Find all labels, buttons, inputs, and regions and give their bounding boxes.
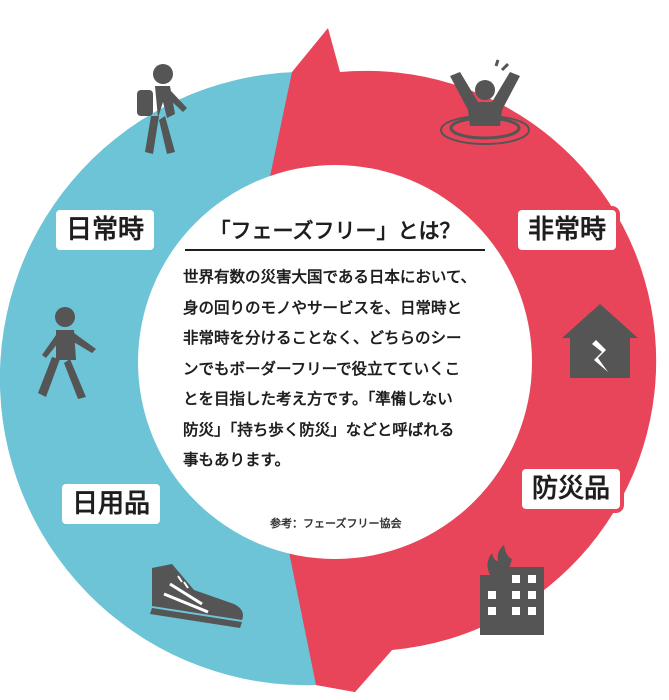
description-line: とを目指した考え方です。「準備しない: [183, 390, 453, 408]
reference-note: 参考：フェーズフリー協会: [270, 517, 402, 530]
description-line: 事もあります。: [183, 451, 290, 469]
description-line: 防災」「持ち歩く防災」などと呼ばれる: [183, 420, 455, 439]
walking-person-icon: [38, 307, 96, 399]
description-line: ンでもボーダーフリーで役立てていくこ: [183, 359, 461, 378]
daily-goods-label: 日用品: [58, 480, 165, 528]
description: 世界有数の災害大国である日本において、 身の回りのモノやサービスを、日常時と 非…: [183, 262, 523, 476]
diagram-title: 「フェーズフリー」とは？: [185, 215, 485, 251]
daily-time-label: 日常時: [52, 206, 159, 254]
inner-circle: [138, 165, 532, 559]
description-line: 非常時を分けることなく、どちらのシー: [183, 329, 462, 347]
drowning-person-icon: [440, 59, 530, 145]
burning-building-icon: [480, 545, 544, 635]
description-line: 世界有数の災害大国である日本において、: [183, 268, 477, 286]
description-line: 身の回りのモノやサービスを、日常時と: [183, 298, 463, 317]
sneaker-icon: [150, 564, 243, 628]
daily-arrowhead: [316, 650, 392, 692]
hiker-with-backpack-icon: [137, 64, 187, 154]
emergency-time-label: 非常時: [514, 206, 621, 254]
disaster-goods-label: 防災品: [518, 465, 625, 513]
damaged-house-icon: [562, 304, 638, 378]
